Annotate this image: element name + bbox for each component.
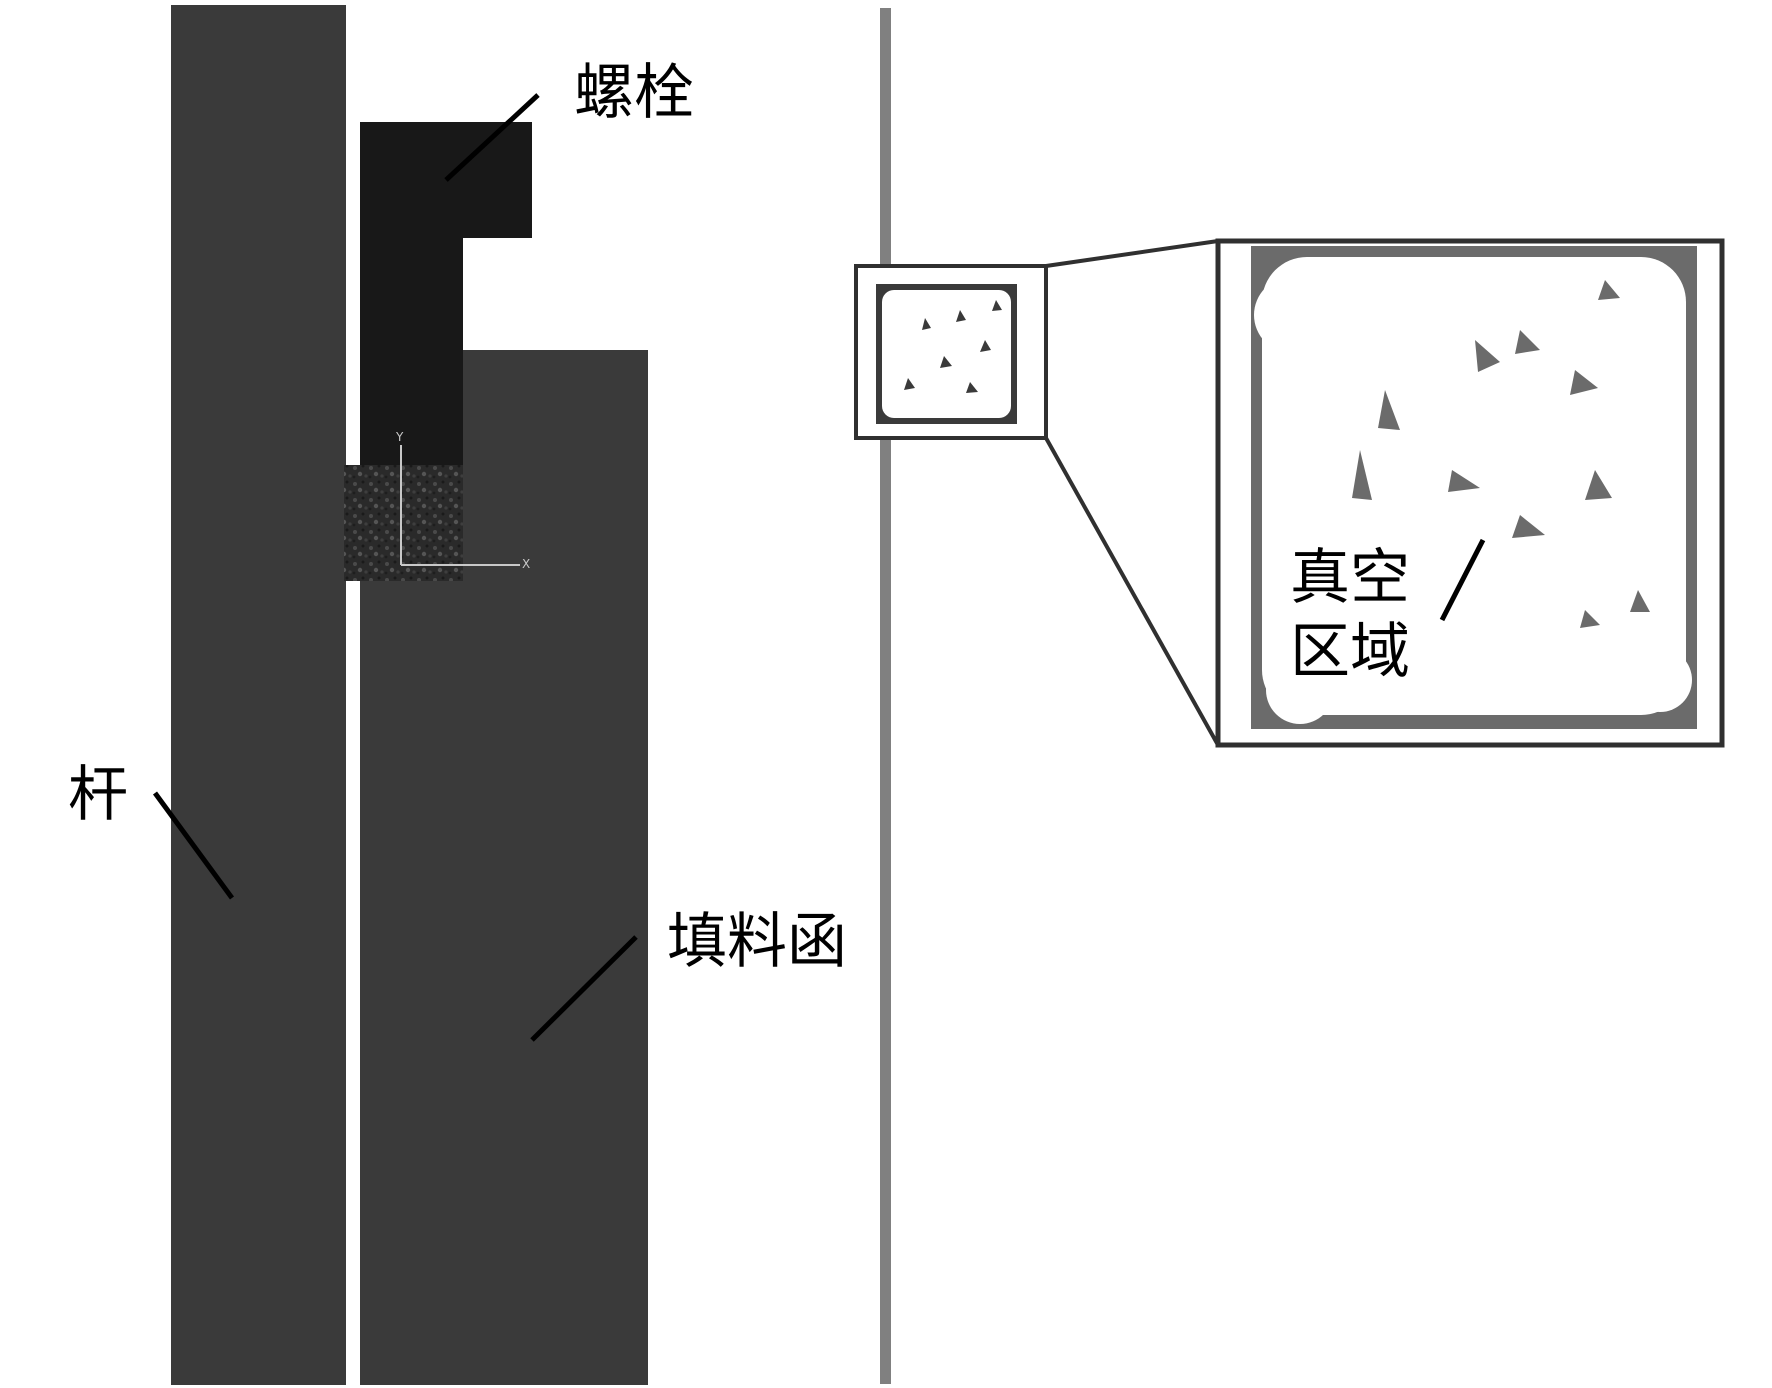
stuffing-box-shape: [360, 350, 648, 1385]
stuffing-box-label: 填料函: [667, 907, 847, 977]
axis-x-label: X: [522, 557, 530, 571]
rod-shape: [171, 5, 346, 1385]
axis-y-label: Y: [395, 430, 404, 444]
zoom-line-bottom: [1044, 437, 1220, 746]
axis-marker: [400, 445, 520, 566]
rod-leader-line: [152, 791, 235, 900]
zoom-line-top: [1045, 239, 1219, 268]
packing-region: [344, 465, 463, 581]
right-panel: 真空 区域: [854, 238, 1725, 748]
zoom-vacuum-pattern: [1251, 246, 1697, 729]
local-vacuum-pattern: [876, 284, 1017, 424]
vacuum-leader-line: [1439, 538, 1486, 622]
left-panel: Y X 螺栓 杆 填料函: [68, 5, 847, 1385]
vacuum-label-line2: 区域: [1290, 617, 1410, 687]
stuffing-box-leader-line: [530, 935, 638, 1042]
bolt-shape: [360, 122, 532, 465]
bolt-leader-line: [444, 93, 540, 182]
rod-label: 杆: [68, 760, 128, 830]
vacuum-label-line1: 真空: [1290, 543, 1410, 613]
bolt-label: 螺栓: [574, 58, 694, 128]
panel-divider: [880, 8, 891, 1384]
